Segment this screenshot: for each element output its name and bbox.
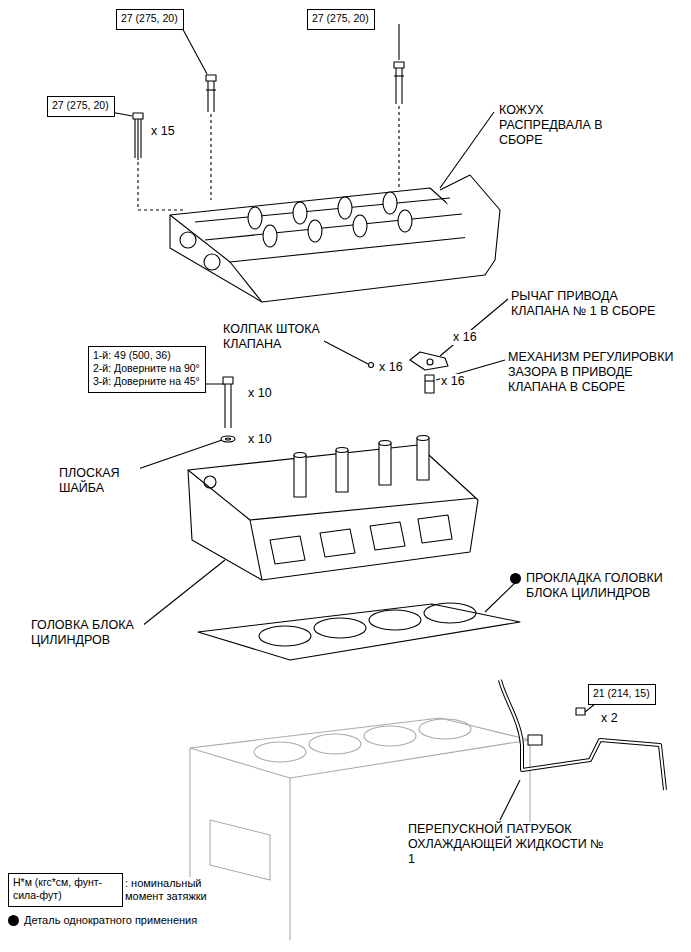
leader-line xyxy=(138,106,399,210)
legend-text: Деталь однократного применения xyxy=(24,914,197,927)
one-time-use-mark xyxy=(510,573,521,584)
bolt xyxy=(133,62,404,160)
rocker-arm xyxy=(369,352,449,393)
part-name: : номинальный момент затяжки xyxy=(124,877,236,903)
torque-value: 27 (275, 20) xyxy=(121,12,179,25)
part-name: ПРОКЛАДКА ГОЛОВКИ БЛОКА ЦИЛИНДРОВ xyxy=(525,571,677,601)
quantity: x 10 xyxy=(247,386,273,401)
quantity: x 10 xyxy=(247,432,273,447)
part-name: МЕХАНИЗМ РЕГУЛИРОВКИ ЗАЗОРА В ПРИВОДЕ КЛ… xyxy=(507,350,687,395)
part-name: ПЕРЕПУСКНОЙ ПАТРУБОК ОХЛАЖДАЮЩЕЙ ЖИДКОСТ… xyxy=(407,822,609,867)
cylinder-head xyxy=(188,436,478,581)
part-name: КОЛПАК ШТОКА КЛАПАНА xyxy=(222,322,324,352)
torque-spec-box: 1-й: 49 (500, 36)2-й: Доверните на 90°3-… xyxy=(88,346,206,393)
part-name: РЫЧАГ ПРИВОДА КЛАПАНА № 1 В СБОРЕ xyxy=(510,289,662,319)
torque-value: 21 (214, 15) xyxy=(593,687,651,700)
torque-value: 3-й: Доверните на 45° xyxy=(93,375,201,388)
camshaft-housing xyxy=(170,175,500,302)
torque-value: 27 (275, 20) xyxy=(312,12,370,25)
torque-value: 27 (275, 20) xyxy=(52,99,110,112)
quantity: x 15 xyxy=(150,124,176,139)
head-gasket xyxy=(198,603,520,660)
quantity: x 16 xyxy=(440,374,466,389)
bypass-pipe xyxy=(500,680,665,790)
part-name: ГОЛОВКА БЛОКА ЦИЛИНДРОВ xyxy=(30,618,144,648)
torque-spec-box: Н*м (кгс*см, фунт-сила-фут) xyxy=(8,873,123,907)
torque-value: 1-й: 49 (500, 36) xyxy=(93,349,201,362)
head-bolt xyxy=(221,377,235,442)
torque-spec-box: 27 (275, 20) xyxy=(47,96,115,117)
torque-value: 2-й: Доверните на 90° xyxy=(93,362,201,375)
part-name: ПЛОСКАЯ ШАЙБА xyxy=(58,466,140,496)
quantity: x 2 xyxy=(600,711,619,726)
quantity: x 16 xyxy=(378,360,404,375)
quantity: x 16 xyxy=(452,330,478,345)
torque-spec-box: 27 (275, 20) xyxy=(116,9,184,30)
torque-spec-box: 27 (275, 20) xyxy=(307,9,375,30)
torque-spec-box: 21 (214, 15) xyxy=(588,684,656,705)
part-name: КОЖУХ РАСПРЕДВАЛА В СБОРЕ xyxy=(498,103,628,148)
legend-dot xyxy=(8,915,19,926)
torque-value: Н*м (кгс*см, фунт-сила-фут) xyxy=(13,876,118,902)
